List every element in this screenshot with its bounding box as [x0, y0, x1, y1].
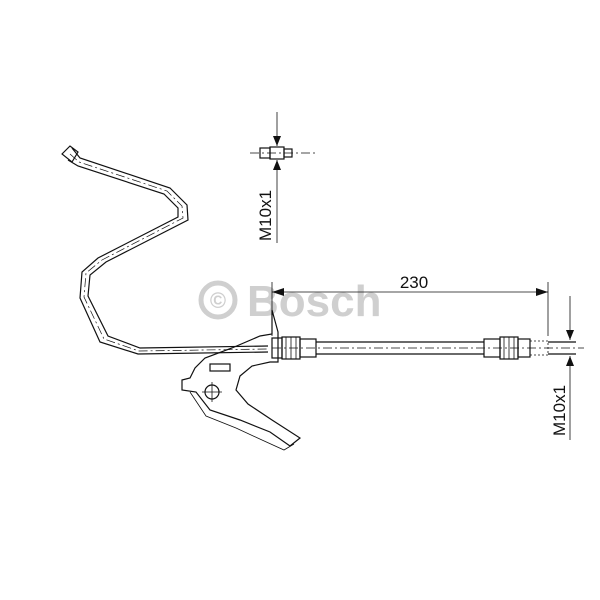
- bent-pipe: [61, 145, 269, 355]
- top-fitting-detail: M10x1: [250, 112, 318, 243]
- right-thread-dimension: M10x1: [550, 296, 574, 440]
- watermark-brand: Bosch: [247, 277, 381, 326]
- flexible-hose: [271, 336, 584, 360]
- copyright-symbol: ©: [210, 288, 226, 313]
- thread-label-top: M10x1: [256, 190, 275, 241]
- length-label: 230: [400, 273, 428, 292]
- bosch-watermark: © Bosch: [198, 277, 381, 326]
- copyright-circle: [198, 280, 238, 320]
- thread-label-right: M10x1: [550, 385, 569, 436]
- length-dimension: 230: [271, 273, 549, 336]
- mounting-bracket: [181, 309, 302, 451]
